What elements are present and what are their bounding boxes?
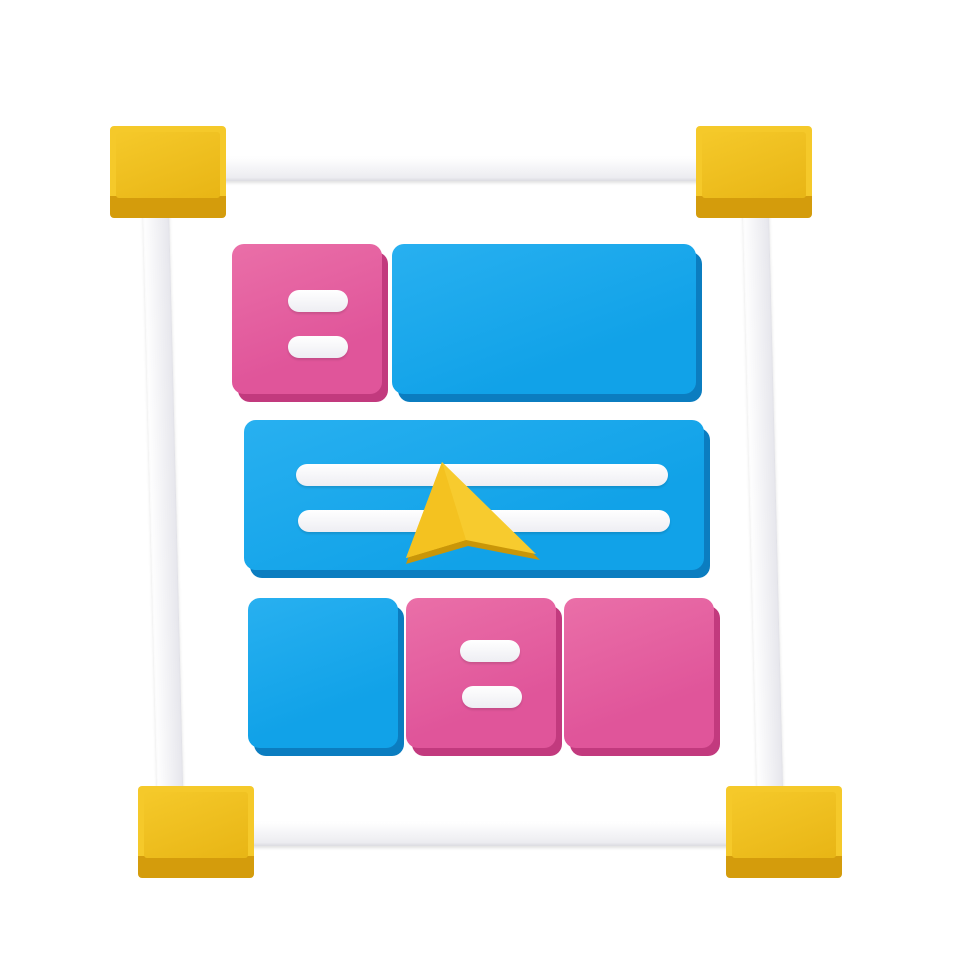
layout-block-bottom-middle (406, 598, 562, 756)
arrow-cursor-icon (406, 462, 540, 564)
corner-handle-bottom-left (138, 786, 254, 878)
text-line (460, 640, 520, 662)
frame-rod-bottom (220, 822, 760, 846)
text-line (296, 464, 668, 486)
layout-block-bottom-left (248, 598, 404, 756)
layout-block-bottom-right (564, 598, 720, 756)
corner-handle-top-left (110, 126, 226, 218)
layout-block-top-right (392, 244, 702, 402)
frame-rod-right (742, 189, 784, 811)
text-line (288, 336, 348, 358)
text-line (462, 686, 522, 708)
frame-rod-top (190, 157, 730, 181)
corner-handle-bottom-right (726, 786, 842, 878)
corner-handle-top-right (696, 126, 812, 218)
text-line (288, 290, 348, 312)
frame-rod-left (142, 189, 184, 801)
layout-block-top-left (232, 244, 388, 402)
